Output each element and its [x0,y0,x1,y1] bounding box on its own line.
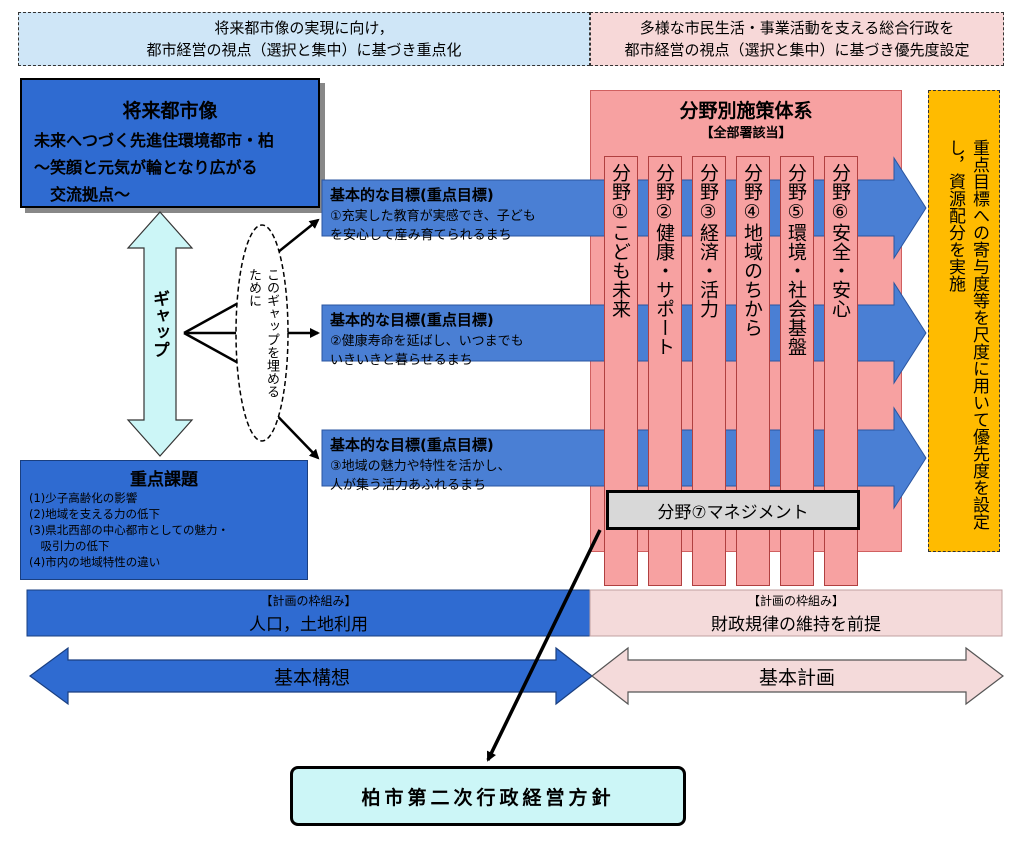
framework-left-bar [26,589,591,637]
policy-system-title: 分野別施策体系 [679,100,813,122]
management-to-guideline-line [486,529,602,762]
issues-item-3: (3)県北西部の中心都市としての魅力・ [29,523,229,537]
issues-item-1: (1)少子高齢化の影響 [29,491,138,505]
goal-1-title: 基本的な目標(重点目標) [330,186,494,204]
goal-1-line2: を安心して産み育てられるまち [330,228,512,243]
goal-3-title: 基本的な目標(重点目標) [330,436,494,454]
future-vision-line2: ～笑顔と元気が輪となり広がる [34,158,258,177]
header-left-box: 将来都市像の実現に向け， 都市経営の視点（選択と集中）に基づき重点化 [18,12,590,66]
goal-3-line1: ③地域の魅力や特性を活かし、 [330,459,511,474]
goal-2: 基本的な目標(重点目標) ②健康寿命を延ばし、いつまでも いきいきと暮らせるまち [330,309,600,368]
future-vision-line1: 未来へつづく先進住環境都市・柏 [34,131,275,150]
basic-concept-label: 基本構想 [273,666,350,689]
issues-title: 重点課題 [130,470,198,490]
goal-3: 基本的な目標(重点目標) ③地域の魅力や特性を活かし、 人が集う活力あふれるまち [330,434,600,493]
framework-right-value: 財政規律の維持を前提 [711,615,881,635]
policy-system-subtitle: 【全部署該当】 [700,126,792,141]
future-vision-title: 将来都市像 [122,100,218,122]
goal-1-line1: ①充実した教育が実感でき、子ども [330,209,536,224]
goal-2-title: 基本的な目標(重点目標) [330,311,494,329]
framework-right-bar [589,589,1003,637]
framework-left-value: 人口，土地利用 [249,615,368,635]
management-box: 分野⑦マネジメント [606,490,860,530]
header-right-line2: 都市経営の視点（選択と集中）に基づき優先度設定 [624,41,970,59]
goal-2-line2: いきいきと暮らせるまち [330,353,473,368]
framework-left-label: 【計画の枠組み】 [260,594,357,608]
policy-guideline-box: 柏市第二次行政経営方針 [290,766,686,826]
header-left-line2: 都市経営の視点（選択と集中）に基づき重点化 [146,41,462,59]
framework-right-label: 【計画の枠組み】 [747,594,844,608]
issues-item-2: (2)地域を支える力の低下 [29,507,160,521]
goal-2-line1: ②健康寿命を延ばし、いつまでも [330,334,524,349]
basic-plan-arrow [591,646,1004,706]
bridge-ellipse [235,224,289,442]
future-vision-line3: 交流拠点～ [50,185,131,204]
priority-note: 重点目標への寄与度等を尺度に用いて優先度を設定し，資源配分を実施 [928,90,1000,552]
issues-item-4: 吸引力の低下 [29,539,110,553]
issues-box: 重点課題 (1)少子高齢化の影響 (2)地域を支える力の低下 (3)県北西部の中… [20,460,308,580]
header-right-line1: 多様な市民生活・事業活動を支える総合行政を [639,19,955,37]
basic-plan-label: 基本計画 [758,666,835,689]
future-vision-box: 将来都市像 未来へつづく先進住環境都市・柏 ～笑顔と元気が輪となり広がる 交流拠… [20,78,320,208]
gap-label: ギャップ [149,290,169,358]
bridge-label: このギャップを埋めるために [246,268,279,398]
header-right-box: 多様な市民生活・事業活動を支える総合行政を 都市経営の視点（選択と集中）に基づき… [590,12,1004,66]
issues-item-5: (4)市内の地域特性の違い [29,555,161,569]
goal-3-line2: 人が集う活力あふれるまち [330,478,487,493]
gap-double-arrow [126,211,194,457]
header-left-line1: 将来都市像の実現に向け， [214,19,394,37]
goal-1: 基本的な目標(重点目標) ①充実した教育が実感でき、子ども を安心して産み育てら… [330,184,600,243]
